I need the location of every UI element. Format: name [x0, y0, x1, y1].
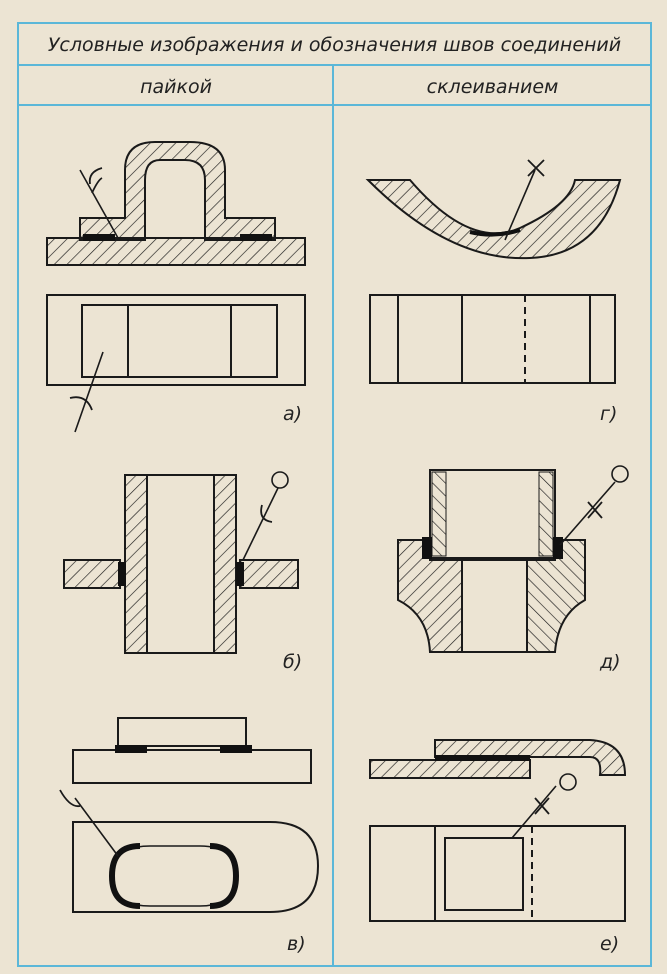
header-divider — [19, 104, 650, 106]
figure-v-plan — [59, 789, 320, 913]
column-divider — [332, 66, 334, 965]
figure-label-g: г) — [600, 403, 617, 425]
figure-g-plan — [369, 294, 616, 384]
figure-label-v: в) — [287, 933, 306, 955]
figure-a-section — [46, 141, 306, 266]
table-frame: Условные изображения и обозначения швов … — [17, 22, 652, 967]
figure-d-section — [397, 465, 629, 653]
figure-g-section — [365, 159, 622, 260]
figure-label-e: е) — [600, 933, 619, 955]
figure-v-section — [72, 717, 312, 784]
table-title: Условные изображения и обозначения швов … — [47, 34, 622, 56]
figure-b-section — [63, 471, 299, 654]
figure-e-plan — [369, 773, 626, 922]
title-divider — [19, 64, 650, 66]
figure-label-a: а) — [283, 403, 302, 425]
column-header-gluing: склеиванием — [426, 76, 559, 98]
column-header-soldering: пайкой — [140, 76, 212, 98]
figure-a-plan — [46, 294, 306, 433]
figure-label-d: д) — [599, 651, 621, 673]
figure-e-section — [369, 739, 627, 779]
figure-label-b: б) — [283, 651, 302, 673]
